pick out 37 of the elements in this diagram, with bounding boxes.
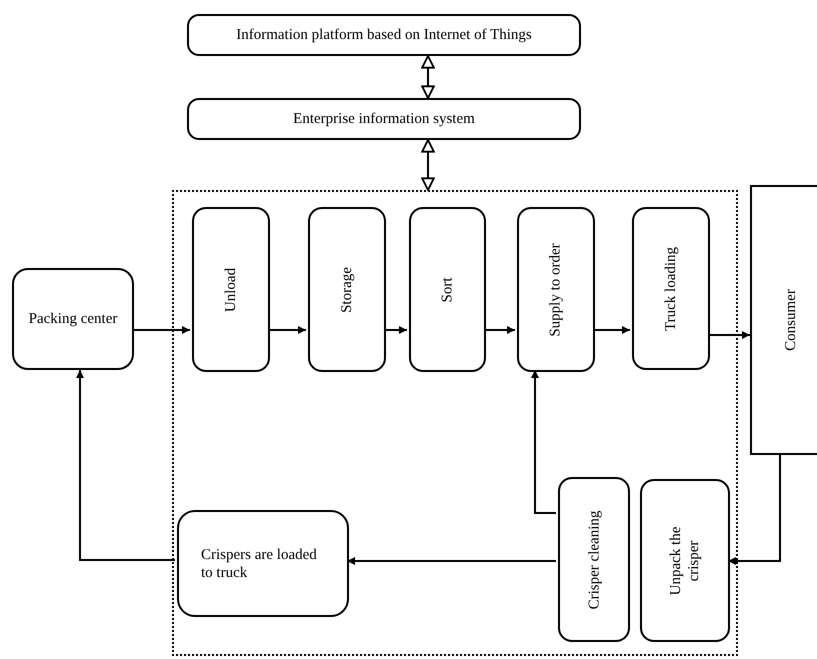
box-label: Truck loading: [662, 246, 680, 331]
process-box: [187, 98, 581, 140]
arrow: [268, 326, 306, 334]
process-box: [177, 510, 349, 617]
arrow: [593, 326, 630, 334]
arrow: [708, 331, 750, 339]
box-label: Enterprise information system: [293, 110, 475, 128]
box-label: Packing center: [28, 310, 118, 328]
process-box: [640, 479, 730, 642]
arrow: [347, 557, 556, 565]
process-box: [750, 185, 817, 455]
arrow: [728, 455, 781, 565]
box-label: Consumer: [782, 289, 800, 351]
process-box: [632, 207, 710, 370]
box-label: Information platform based on Internet of Things: [236, 26, 532, 44]
process-box: [12, 268, 134, 370]
process-box: [187, 14, 581, 56]
box-label: Crisper cleaning: [585, 510, 603, 609]
arrow: [421, 55, 435, 99]
process-box: [558, 477, 630, 642]
process-box: [192, 207, 270, 372]
box-label: Unpack the crisper: [667, 525, 703, 598]
box-label: Unload: [222, 267, 240, 312]
arrow: [484, 326, 515, 334]
process-box: [308, 207, 386, 372]
box-label: Storage: [338, 266, 356, 312]
box-label: Sort: [438, 277, 456, 302]
box-label: Supply to order: [547, 242, 565, 336]
arrow: [134, 326, 190, 334]
arrow: [531, 370, 556, 514]
dotted-frame: [172, 190, 738, 656]
arrow: [421, 139, 435, 191]
process-box: [409, 207, 486, 372]
process-box: [517, 207, 595, 372]
box-label: Crispers are loaded to truck: [201, 546, 318, 582]
arrow: [76, 370, 175, 561]
arrow: [384, 326, 407, 334]
